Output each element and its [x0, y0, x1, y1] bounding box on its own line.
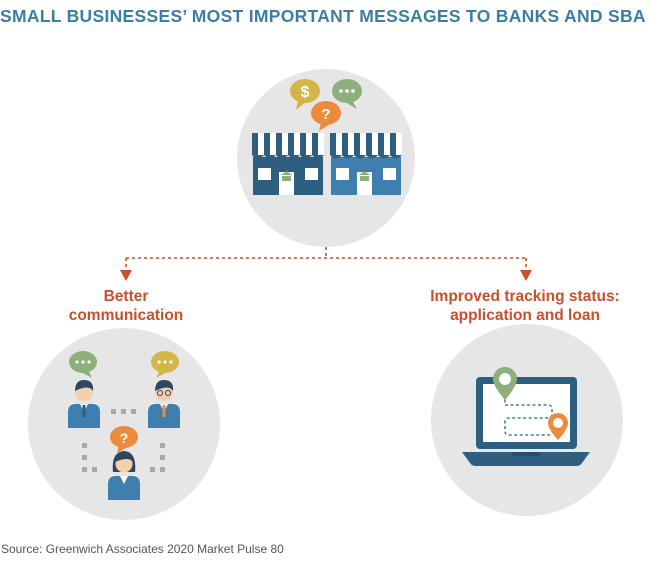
- left-node-label: Better communication: [38, 287, 214, 325]
- right-label-line2: application and loan: [450, 307, 600, 324]
- connector-arrows: [125, 247, 527, 271]
- speech-bubble-icon: [151, 351, 179, 378]
- question-speech-bubble-icon: ?: [311, 101, 341, 131]
- arrowhead-right: [520, 270, 532, 281]
- source-note: Source: Greenwich Associates 2020 Market…: [1, 542, 284, 556]
- right-node: [431, 324, 623, 516]
- speech-bubble-icon: [69, 351, 97, 378]
- person-icon: [148, 380, 180, 428]
- dollar-speech-bubble-icon: $: [290, 79, 320, 110]
- right-node-label: Improved tracking status: application an…: [402, 287, 648, 325]
- location-pin-icon: [548, 413, 568, 440]
- left-circle: [28, 328, 220, 520]
- left-label-line1: Better: [103, 288, 149, 305]
- ellipsis-speech-bubble-icon: [332, 79, 362, 109]
- question-speech-bubble-icon: ?: [110, 426, 138, 453]
- page-title: SMALL BUSINESSES’ MOST IMPORTANT MESSAGE…: [0, 6, 646, 26]
- tracking-route: [504, 394, 553, 436]
- arrowhead-left: [120, 270, 132, 281]
- svg-text:$: $: [301, 84, 310, 101]
- dotted-connector: [82, 409, 165, 472]
- location-pin-icon: [493, 367, 517, 400]
- laptop-icon: [462, 377, 590, 466]
- person-icon: [68, 380, 100, 428]
- right-label-line1: Improved tracking status:: [430, 288, 620, 305]
- left-label-line2: communication: [68, 307, 184, 324]
- svg-text:?: ?: [321, 106, 330, 123]
- person-icon: [108, 451, 140, 500]
- svg-text:?: ?: [120, 430, 129, 446]
- top-circle: [237, 69, 415, 247]
- left-node: ?: [28, 328, 220, 520]
- storefront-icon: [330, 133, 402, 195]
- storefront-icon: [252, 133, 324, 195]
- top-node: $ ?: [237, 69, 415, 247]
